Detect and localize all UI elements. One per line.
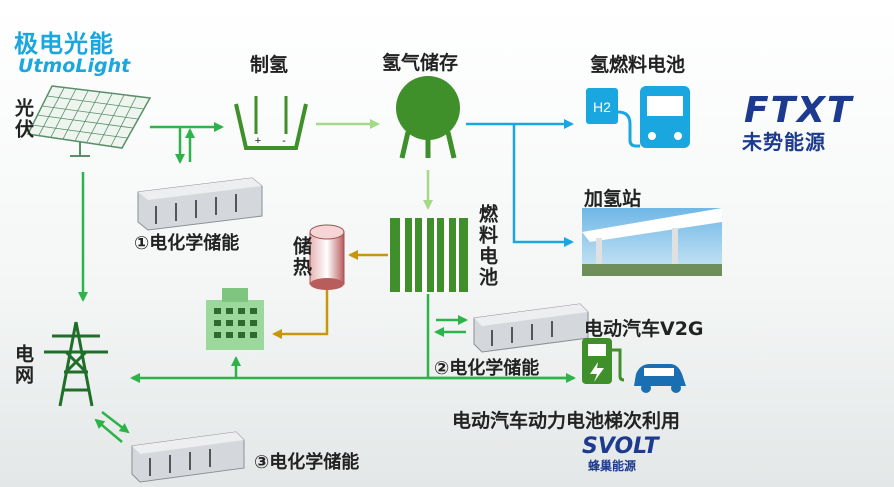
storage1-label: ①电化学储能 [134, 233, 240, 254]
battery-container-2-icon [473, 303, 589, 353]
electrolyzer-icon [234, 96, 308, 150]
arrow-storage-to-station [512, 124, 574, 247]
arrow-storage3-to-grid [94, 418, 123, 443]
h2-sign-label: H2 [593, 99, 611, 115]
ftxt-logo-en: FTXT [744, 90, 854, 131]
storage2-label: ②电化学储能 [434, 358, 540, 379]
h2-storage-label: 氢气储存 [382, 52, 459, 74]
pv-label: 光伏 [12, 98, 34, 140]
svolt-logo-cn: 蜂巢能源 [588, 459, 637, 473]
utmolight-logo-en: UtmoLight [18, 55, 131, 77]
storage3-label: ③电化学储能 [254, 452, 360, 473]
arrow-heat-to-building [272, 290, 329, 339]
fuel-cell-label: 燃料电池 [476, 204, 498, 288]
heat-storage-tank-icon [309, 224, 345, 290]
ev-v2g-label: 电动汽车V2G [584, 318, 704, 340]
ftxt-logo-cn: 未势能源 [742, 130, 826, 154]
electrode-minus-label: - [282, 135, 286, 147]
transmission-tower-icon [44, 321, 108, 407]
battery-reuse-label: 电动汽车动力电池梯次利用 [452, 410, 681, 432]
h2-station-label: 加氢站 [584, 188, 642, 210]
battery-container-1-icon [137, 177, 263, 231]
electrolysis-label: 制氢 [250, 54, 289, 76]
electric-car-icon [634, 364, 686, 393]
heat-storage-label: 储热 [290, 236, 312, 278]
hydrogen-bus-icon [586, 86, 690, 148]
solar-panel-icon [26, 85, 152, 157]
grid-label: 电网 [12, 344, 34, 386]
utmolight-logo-cn: 极电光能 [14, 30, 114, 58]
electrode-plus-label: + [255, 135, 261, 147]
battery-container-3-icon [131, 431, 245, 483]
arrow-grid-to-storage3 [101, 411, 130, 434]
svolt-logo-en: SVOLT [582, 434, 659, 459]
hydrogen-tank-icon [396, 76, 460, 159]
building-icon [206, 288, 264, 350]
ev-charger-icon [582, 338, 625, 384]
fuel-cell-vehicle-label: 氢燃料电池 [590, 54, 686, 76]
hydrogen-station-photo [582, 208, 722, 276]
fuel-cell-stack-icon [390, 218, 468, 292]
